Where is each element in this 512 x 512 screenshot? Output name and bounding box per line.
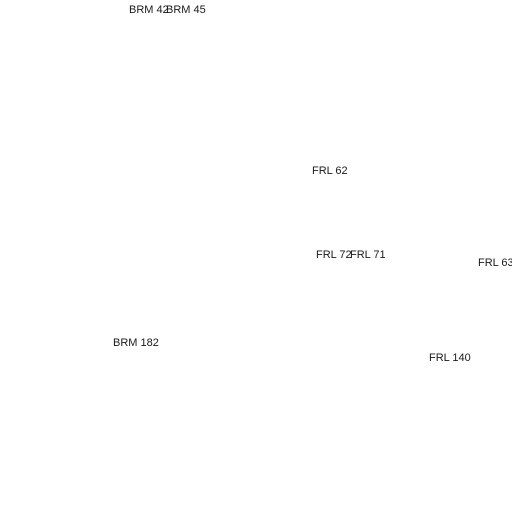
map-label-frl-140: FRL 140 — [429, 352, 471, 364]
map-label-brm-42: BRM 42 — [129, 4, 169, 16]
map-label-brm-45: BRM 45 — [166, 4, 206, 16]
map-label-frl-71: FRL 71 — [350, 249, 386, 261]
map-label-brm-182: BRM 182 — [113, 337, 159, 349]
map-label-frl-72: FRL 72 — [316, 249, 352, 261]
map-label-frl-62: FRL 62 — [312, 165, 348, 177]
map-label-frl-63: FRL 63 — [478, 257, 512, 269]
